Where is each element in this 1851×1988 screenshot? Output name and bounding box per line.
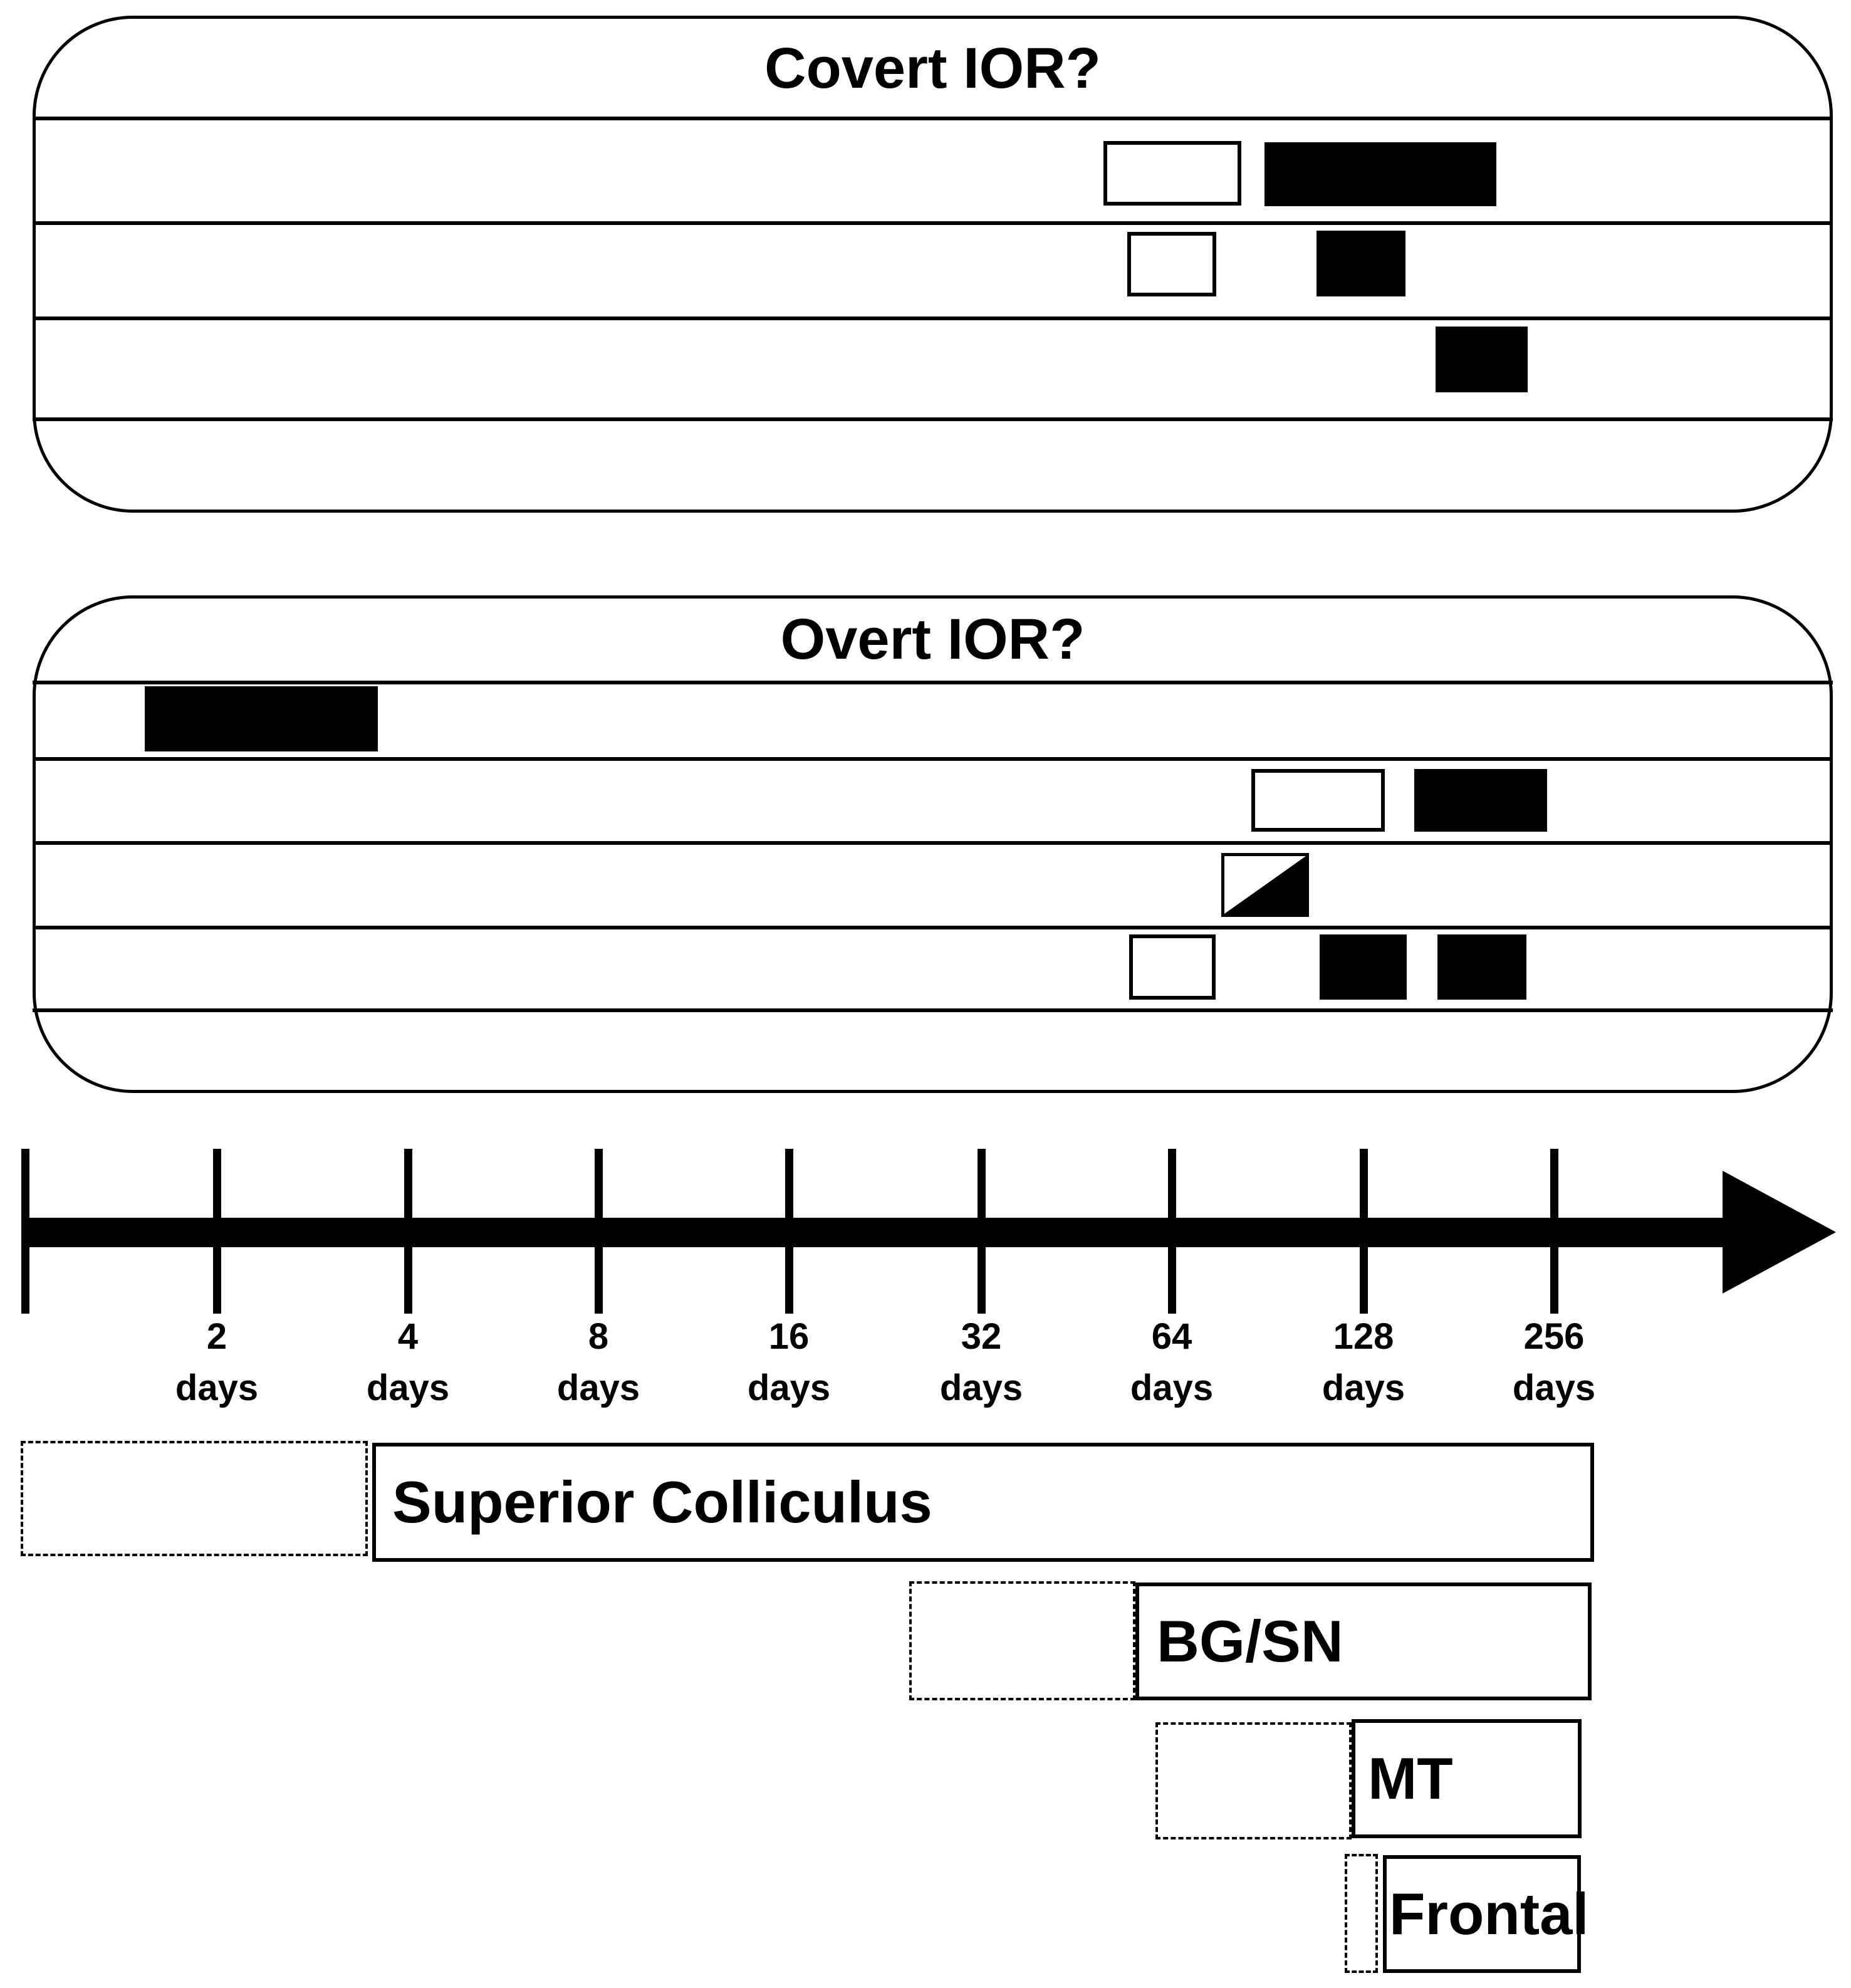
overt-row-divider (33, 757, 1833, 761)
tick-label: 256 days (1485, 1319, 1623, 1406)
tick-value: 256 (1523, 1316, 1585, 1357)
tick-unit: days (939, 1368, 1023, 1408)
timeline-tick (1359, 1149, 1368, 1314)
overt-marker-open-box (1251, 769, 1385, 832)
timeline-tick (1167, 1149, 1176, 1314)
timeline-tick (785, 1149, 793, 1314)
region-label: Frontal (1389, 1881, 1589, 1947)
tick-value: 8 (588, 1316, 609, 1357)
overt-marker-filled-box (1437, 934, 1526, 1000)
tick-label: 4 days (339, 1319, 477, 1406)
tick-label: 8 days (529, 1319, 667, 1406)
tick-value: 2 (206, 1316, 227, 1357)
covert-row-divider (33, 117, 1833, 120)
region-bar: Frontal (1383, 1855, 1589, 1973)
tick-unit: days (1512, 1368, 1596, 1408)
region-label: BG/SN (1157, 1608, 1343, 1674)
timeline-tick (1550, 1149, 1558, 1314)
covert-row-divider (33, 317, 1833, 320)
covert-marker-open-box (1103, 141, 1241, 206)
timeline-tick (594, 1149, 603, 1314)
region-label: Superior Colliculus (392, 1469, 932, 1535)
tick-unit: days (175, 1368, 259, 1408)
timeline-bar (22, 1218, 1729, 1247)
overt-row-divider (33, 926, 1833, 929)
timeline-tick (977, 1149, 986, 1314)
region-dashed-extent (21, 1441, 368, 1556)
tick-value: 128 (1333, 1316, 1394, 1357)
overt-marker-filled-box (1414, 769, 1547, 832)
covert-marker-open-box (1127, 232, 1216, 296)
tick-value: 16 (768, 1316, 810, 1357)
region-dashed-extent (1155, 1722, 1352, 1839)
region-label: MT (1368, 1745, 1453, 1811)
tick-unit: days (747, 1368, 831, 1408)
timeline-tick (404, 1149, 412, 1314)
half-filled-triangle-icon (1224, 856, 1306, 914)
tick-unit: days (1130, 1368, 1214, 1408)
region-bar: Superior Colliculus (372, 1443, 1594, 1562)
tick-label: 64 days (1103, 1319, 1241, 1406)
overt-marker-filled-box (145, 686, 378, 751)
covert-marker-filled-box (1264, 142, 1496, 206)
tick-value: 4 (397, 1316, 419, 1357)
region-bar: BG/SN (1135, 1583, 1592, 1700)
covert-ior-panel: Covert IOR? (33, 16, 1833, 513)
tick-unit: days (1322, 1368, 1405, 1408)
overt-marker-open-box (1129, 934, 1216, 1000)
tick-label: 2 days (148, 1319, 286, 1406)
overt-panel-title: Overt IOR? (780, 607, 1085, 671)
timeline-tick (21, 1149, 29, 1314)
tick-unit: days (366, 1368, 450, 1408)
timeline-tick (212, 1149, 221, 1314)
overt-row-divider (33, 841, 1833, 845)
covert-row-divider (33, 221, 1833, 225)
region-dashed-extent (1345, 1854, 1378, 1973)
overt-marker-filled-box (1320, 934, 1407, 1000)
tick-value: 64 (1151, 1316, 1192, 1357)
tick-value: 32 (961, 1316, 1002, 1357)
region-bar: MT (1352, 1719, 1582, 1838)
tick-unit: days (556, 1368, 640, 1408)
overt-row-divider (33, 681, 1833, 684)
triangle-fill (1224, 856, 1306, 914)
tick-label: 32 days (912, 1319, 1050, 1406)
covert-row-divider (33, 417, 1833, 421)
tick-label: 16 days (720, 1319, 858, 1406)
region-dashed-extent (909, 1581, 1135, 1700)
covert-marker-filled-box (1436, 327, 1528, 392)
tick-label: 128 days (1295, 1319, 1432, 1406)
overt-marker-half-box (1221, 853, 1309, 917)
covert-panel-title: Covert IOR? (764, 36, 1101, 100)
covert-marker-filled-box (1317, 231, 1405, 296)
overt-row-divider (33, 1008, 1833, 1012)
timeline-arrowhead-icon (1723, 1171, 1836, 1294)
